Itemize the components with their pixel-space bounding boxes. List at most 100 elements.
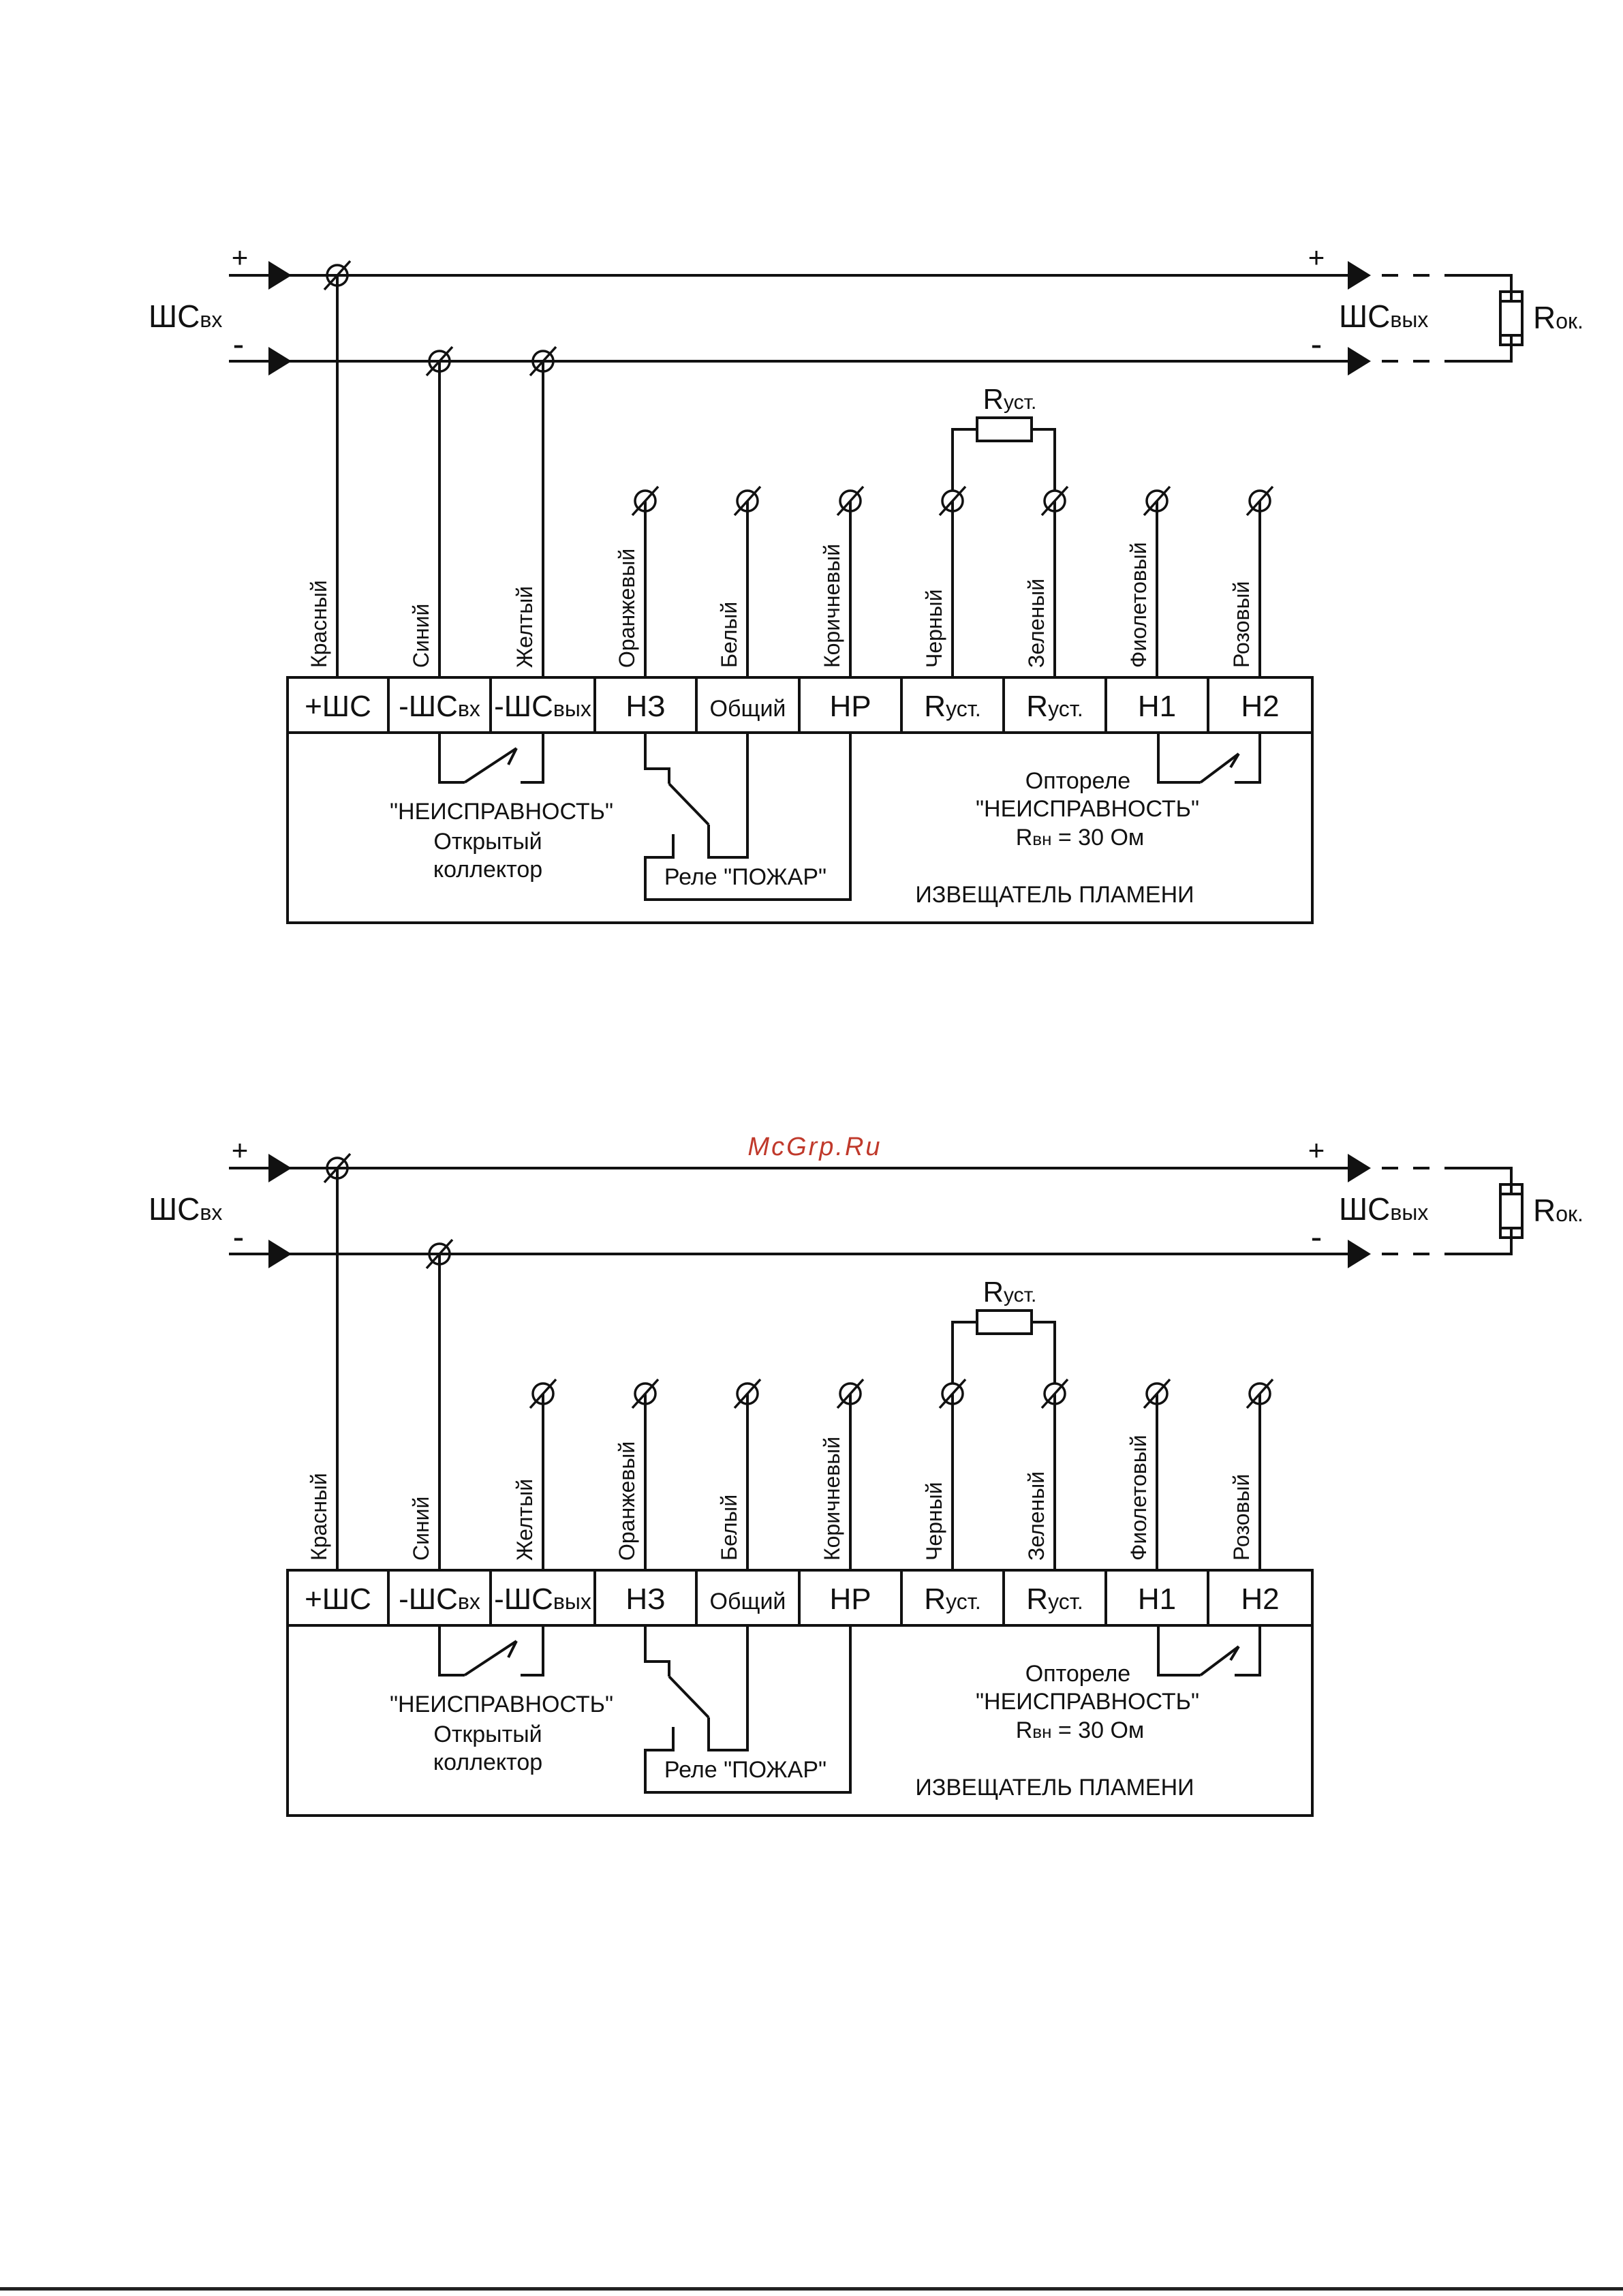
- loop-in-label-sub: вх: [200, 1200, 222, 1225]
- eol-resistor-label-main: R: [1533, 1193, 1556, 1228]
- fire-relay-no-lead: [644, 1625, 852, 1794]
- optorelay-line3-main: R: [1016, 825, 1033, 851]
- terminal-violet-ring: [1145, 1382, 1169, 1405]
- fault-switch-right: [521, 1625, 544, 1677]
- eol-resistor-label: Rок.: [1533, 300, 1583, 335]
- terminal-label-8: Н1: [1138, 1582, 1176, 1616]
- loop-in-minus-sign: -: [233, 1218, 245, 1256]
- terminal-label-7: Rуст.: [1026, 1582, 1083, 1616]
- loop-out-plus-arrow: [1348, 1154, 1371, 1182]
- terminal-label-9-main: Н2: [1241, 690, 1279, 723]
- terminal-label-3: НЗ: [625, 690, 665, 723]
- optorelay-line3-rest: = 30 Ом: [1051, 825, 1144, 851]
- terminal-label-2: -ШСвых: [494, 1582, 591, 1616]
- terminal-label-9: Н2: [1241, 1582, 1279, 1616]
- loop-out-minus-sign: -: [1311, 325, 1323, 363]
- wire-label-4: Белый: [717, 1495, 741, 1561]
- optorelay-blade: [1199, 1645, 1240, 1677]
- terminal-black: [938, 1378, 967, 1409]
- terminal-label-0: +ШС: [305, 690, 371, 723]
- terminal-label-2: -ШСвых: [494, 690, 591, 723]
- junction-minus-out-slash: [529, 346, 557, 377]
- wire-label-9: Розовый: [1229, 1474, 1254, 1561]
- terminal-label-3-main: НЗ: [625, 690, 665, 723]
- loop-in-minus-sign: -: [233, 325, 245, 363]
- terminal-label-0-main: +ШС: [305, 690, 371, 723]
- fault-switch-blade: [463, 747, 518, 784]
- terminal-white-slash: [733, 1378, 762, 1409]
- loop-out-label-main: ШС: [1339, 1191, 1390, 1227]
- terminal-label-7-sub: уст.: [1048, 697, 1083, 721]
- terminal-brown-ring: [839, 1382, 862, 1405]
- terminal-label-6-main: R: [924, 690, 946, 723]
- eol-top-lead: [1458, 1167, 1513, 1194]
- eol-bottom-lead: [1458, 1228, 1513, 1255]
- terminal-yellow-slash: [529, 1378, 557, 1409]
- terminal-label-6-main: R: [924, 1582, 946, 1616]
- terminal-label-9: Н2: [1241, 690, 1279, 723]
- loop-out-minus-arrow: [1348, 1240, 1371, 1268]
- loop-out-label-main: ШС: [1339, 299, 1390, 334]
- loop-in-label-main: ШС: [149, 1191, 200, 1227]
- terminal-green-ring: [1043, 1382, 1066, 1405]
- loop-in-label: ШСвх: [149, 1191, 222, 1227]
- wire-label-7: Зеленый: [1024, 579, 1049, 668]
- loop-in-label: ШСвх: [149, 299, 222, 334]
- terminal-label-2-sub: вых: [553, 1589, 591, 1614]
- terminal-yellow: [529, 1378, 557, 1409]
- rset-label-main: R: [983, 383, 1004, 415]
- loop-in-label-sub: вх: [200, 307, 222, 332]
- terminal-white-slash: [733, 485, 762, 517]
- rset-left-lead: [951, 428, 977, 490]
- terminal-violet-slash: [1143, 1378, 1171, 1409]
- terminal-green-slash: [1040, 485, 1069, 517]
- wire-label-7: Зеленый: [1024, 1471, 1049, 1561]
- optorelay-left: [1157, 733, 1201, 784]
- watermark: McGrp.Ru: [747, 1133, 882, 1161]
- terminal-violet: [1143, 1378, 1171, 1409]
- rset-resistor: [976, 416, 1033, 442]
- wire-label-0: Красный: [307, 580, 331, 668]
- wire-label-1: Синий: [409, 1497, 433, 1561]
- terminal-pink-ring: [1248, 489, 1271, 512]
- junction-minus-out-ring: [531, 350, 555, 373]
- optorelay-line3: Rвн = 30 Ом: [1016, 1717, 1145, 1743]
- fire-relay-nc-lead: [644, 1625, 670, 1677]
- wire-label-2: Желтый: [512, 1479, 537, 1561]
- junction-plus-ring: [326, 264, 349, 287]
- optorelay-tick: [1229, 752, 1240, 769]
- terminal-white-ring: [736, 489, 759, 512]
- loop-in-plus-arrow: [268, 1154, 292, 1182]
- terminal-label-1-main: -ШС: [399, 690, 458, 723]
- optorelay-blade: [1199, 752, 1240, 784]
- eol-top-lead: [1458, 274, 1513, 301]
- eol-resistor-label: Rок.: [1533, 1193, 1583, 1228]
- terminal-orange-slash: [631, 1378, 660, 1409]
- rset-label-main: R: [983, 1276, 1004, 1308]
- junction-minus-in: [425, 346, 454, 377]
- junction-minus-in: [425, 1238, 454, 1270]
- optorelay-right: [1235, 733, 1261, 784]
- loop-out-plus-sign: +: [1308, 1134, 1325, 1166]
- terminal-brown: [836, 1378, 865, 1409]
- fault-switch-tick: [507, 1640, 518, 1658]
- fire-relay-label: Реле "ПОЖАР": [664, 864, 826, 890]
- fault-output-line1: "НЕИСПРАВНОСТЬ": [390, 799, 613, 825]
- terminal-label-6: Rуст.: [924, 690, 980, 723]
- optorelay-line3-main: R: [1016, 1717, 1033, 1743]
- terminal-orange-slash: [631, 485, 660, 517]
- terminal-label-4-main: Общий: [710, 1589, 786, 1614]
- junction-plus-slash: [323, 1152, 352, 1184]
- terminal-label-8: Н1: [1138, 690, 1176, 723]
- loop-out-minus-arrow: [1348, 347, 1371, 376]
- junction-minus-in-ring: [428, 1242, 451, 1266]
- optorelay-line1: Оптореле: [1025, 1661, 1130, 1687]
- terminal-label-1: -ШСвх: [399, 1582, 480, 1616]
- optorelay-line2: "НЕИСПРАВНОСТЬ": [976, 796, 1199, 822]
- fire-relay-common-lead: [707, 733, 749, 859]
- terminal-orange: [631, 485, 660, 517]
- terminal-green-slash: [1040, 1378, 1069, 1409]
- terminal-violet: [1143, 485, 1171, 517]
- terminal-label-1-sub: вх: [458, 697, 480, 721]
